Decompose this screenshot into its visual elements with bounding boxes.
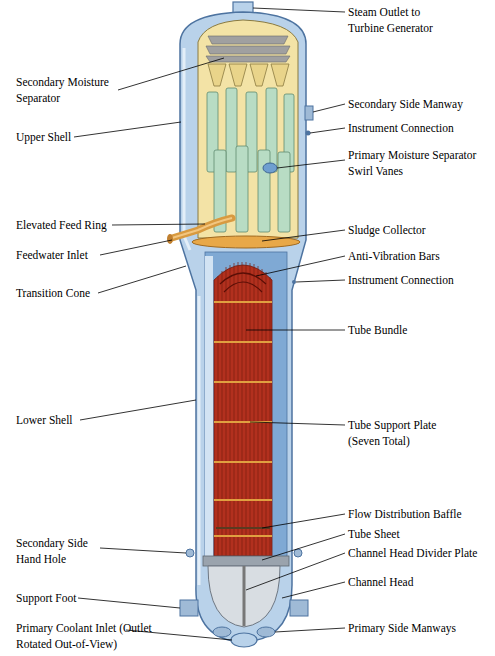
vessel-shell — [180, 12, 306, 642]
hand-hole — [294, 549, 302, 557]
part-label: Lower Shell — [16, 412, 136, 428]
instrument-port — [306, 131, 311, 136]
part-label: Tube Sheet — [348, 526, 488, 542]
part-label: Elevated Feed Ring — [16, 217, 136, 233]
part-label: Instrument Connection — [348, 272, 493, 288]
manway — [213, 627, 231, 637]
part-label: Secondary Side Manway — [348, 96, 493, 112]
upper-cutaway — [198, 20, 298, 238]
part-label: Primary Coolant Inlet (Outlet Rotated Ou… — [16, 620, 156, 652]
part-label: Channel Head Divider Plate — [348, 545, 493, 561]
feed-ring-highlight — [172, 218, 232, 238]
part-label: Upper Shell — [16, 129, 116, 145]
part-label: Sludge Collector — [348, 222, 488, 238]
tube-wrapper — [205, 252, 287, 558]
hand-hole — [186, 549, 194, 557]
moisture-separator — [206, 36, 290, 62]
shell-highlight — [198, 296, 201, 585]
part-label: Instrument Connection — [348, 120, 493, 136]
part-label: Primary Side Manways — [348, 620, 493, 636]
part-label: Primary Moisture Separator Swirl Vanes — [348, 147, 488, 179]
feed-ring — [172, 218, 232, 238]
part-label: Channel Head — [348, 574, 488, 590]
leader-lines — [74, 8, 345, 640]
instrument-port — [292, 280, 296, 284]
shell-highlight — [184, 48, 190, 250]
flow-baffle — [216, 527, 270, 529]
part-label: Secondary Side Hand Hole — [16, 535, 101, 567]
part-label: Flow Distribution Baffle — [348, 506, 493, 522]
tube-support-plates — [214, 302, 272, 536]
part-label: Tube Support Plate (Seven Total) — [348, 417, 448, 449]
tube-lines — [218, 262, 270, 556]
part-label: Feedwater Inlet — [16, 247, 136, 263]
divider-plate — [243, 566, 246, 626]
tube-sheet — [203, 556, 289, 566]
part-label: Anti-Vibration Bars — [348, 248, 488, 264]
swirl-vanes — [207, 88, 294, 232]
part-label: Secondary Moisture Separator — [16, 74, 116, 106]
manway — [257, 627, 275, 637]
tube-bundle — [214, 265, 272, 556]
part-label: Support Foot — [16, 590, 136, 606]
part-label: Tube Bundle — [348, 322, 488, 338]
channel-head-interior — [208, 566, 280, 627]
anti-vibration-bars — [220, 273, 266, 292]
support-foot — [290, 600, 308, 616]
wrapper-highlight — [205, 256, 213, 556]
swirl-vane-ring — [263, 163, 277, 173]
manway-nozzle — [305, 106, 313, 120]
separator-hoppers — [208, 64, 289, 86]
support-foot — [180, 600, 198, 616]
part-label: Transition Cone — [16, 285, 136, 301]
part-label: Steam Outlet to Turbine Generator — [348, 4, 443, 36]
coolant-inlet — [231, 633, 257, 647]
feedwater-nozzle — [167, 234, 173, 244]
